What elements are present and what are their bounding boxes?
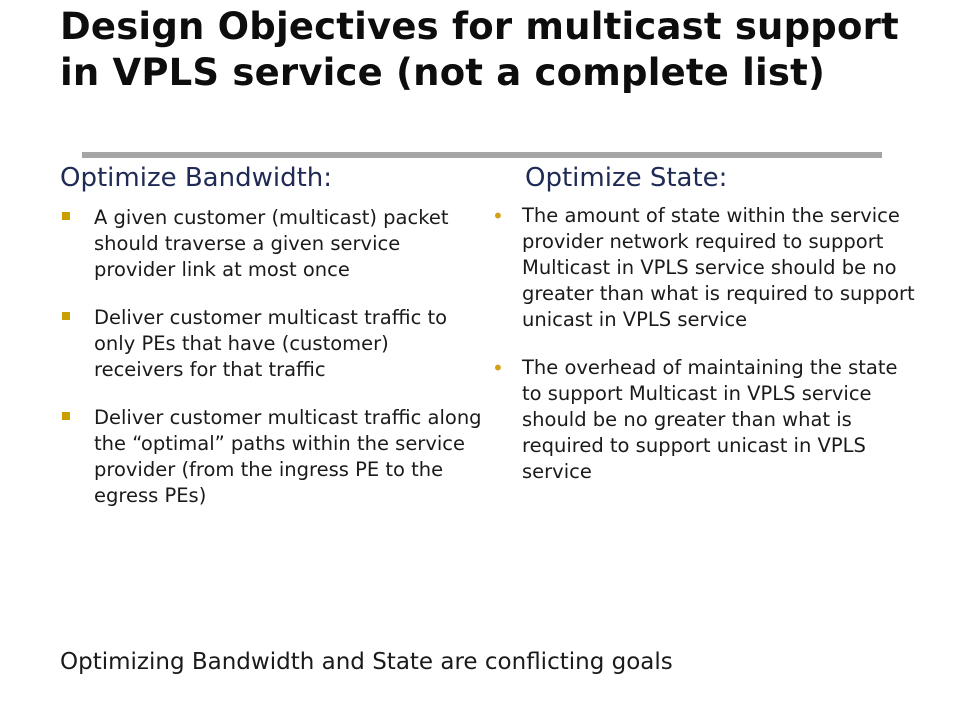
bandwidth-bullet: A given customer (multicast) packet shou… bbox=[62, 205, 482, 283]
bullet-text: A given customer (multicast) packet shou… bbox=[94, 206, 449, 281]
slide-title: Design Objectives for multicast support … bbox=[60, 5, 899, 94]
bandwidth-bullet: Deliver customer multicast traffic to on… bbox=[62, 305, 482, 383]
square-bullet-icon bbox=[62, 412, 70, 420]
bullet-text: Deliver customer multicast traffic to on… bbox=[94, 306, 448, 381]
dot-bullet-icon: • bbox=[492, 204, 504, 228]
title-divider bbox=[82, 152, 882, 158]
state-bullet: • The amount of state within the service… bbox=[490, 203, 920, 333]
dot-bullet-icon: • bbox=[492, 356, 504, 380]
bullet-text: The overhead of maintaining the state to… bbox=[522, 356, 898, 483]
bandwidth-bullet-list: A given customer (multicast) packet shou… bbox=[62, 205, 482, 531]
conclusion-note: Optimizing Bandwidth and State are confl… bbox=[60, 649, 673, 675]
heading-optimize-bandwidth: Optimize Bandwidth: bbox=[60, 163, 333, 193]
bandwidth-bullet: Deliver customer multicast traffic along… bbox=[62, 405, 482, 509]
bullet-text: Deliver customer multicast traffic along… bbox=[94, 406, 482, 507]
heading-optimize-state: Optimize State: bbox=[525, 163, 728, 193]
square-bullet-icon bbox=[62, 212, 70, 220]
state-bullet: • The overhead of maintaining the state … bbox=[490, 355, 920, 485]
bullet-text: The amount of state within the service p… bbox=[522, 204, 915, 331]
state-bullet-list: • The amount of state within the service… bbox=[490, 203, 920, 507]
square-bullet-icon bbox=[62, 312, 70, 320]
